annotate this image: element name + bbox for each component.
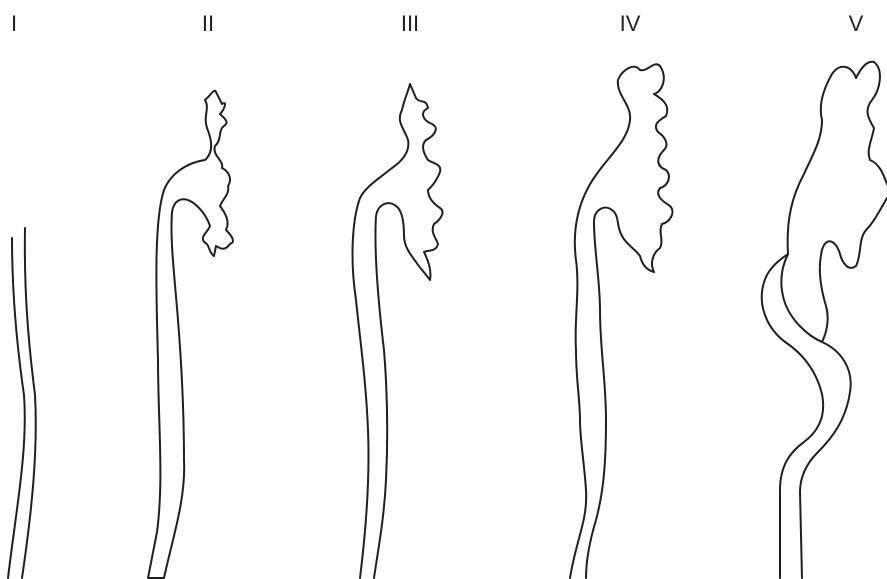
stage-ii-structure bbox=[148, 91, 233, 578]
stage-v-structure bbox=[762, 62, 887, 578]
stage-label-iv: IV bbox=[620, 11, 641, 36]
stage-iv-structure bbox=[570, 64, 672, 578]
stage-label-ii: II bbox=[202, 11, 214, 36]
stage-label-v: V bbox=[849, 11, 864, 36]
stage-label-i: I bbox=[11, 11, 17, 36]
stage-iii-structure bbox=[353, 84, 443, 578]
stage-i-tube bbox=[8, 228, 36, 578]
stage-label-iii: III bbox=[401, 11, 419, 36]
